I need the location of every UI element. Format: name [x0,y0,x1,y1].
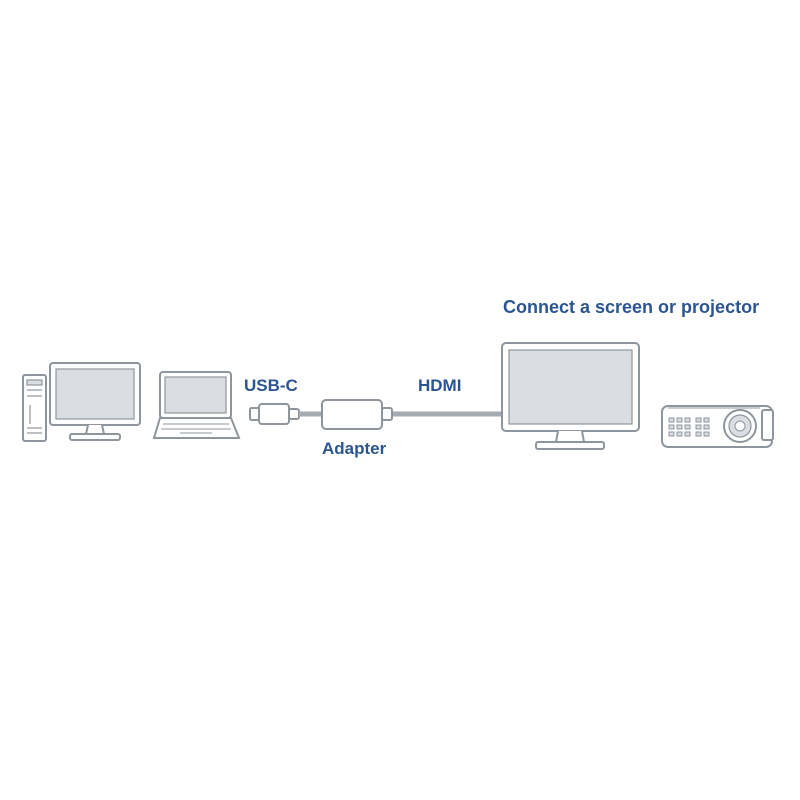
external-monitor-icon [501,342,640,450]
laptop-icon [152,371,241,439]
projector-icon [661,405,774,448]
hdmi-cable-icon [381,407,502,421]
usb-c-plug-icon [249,403,300,425]
desktop-monitor-icon [49,362,141,441]
pc-tower-icon [22,374,47,442]
usb-c-label: USB-C [244,376,298,395]
hdmi-label: HDMI [418,376,461,395]
adapter-box-icon [321,399,383,430]
headline: Connect a screen or projector [503,297,759,317]
adapter-label: Adapter [322,439,387,458]
